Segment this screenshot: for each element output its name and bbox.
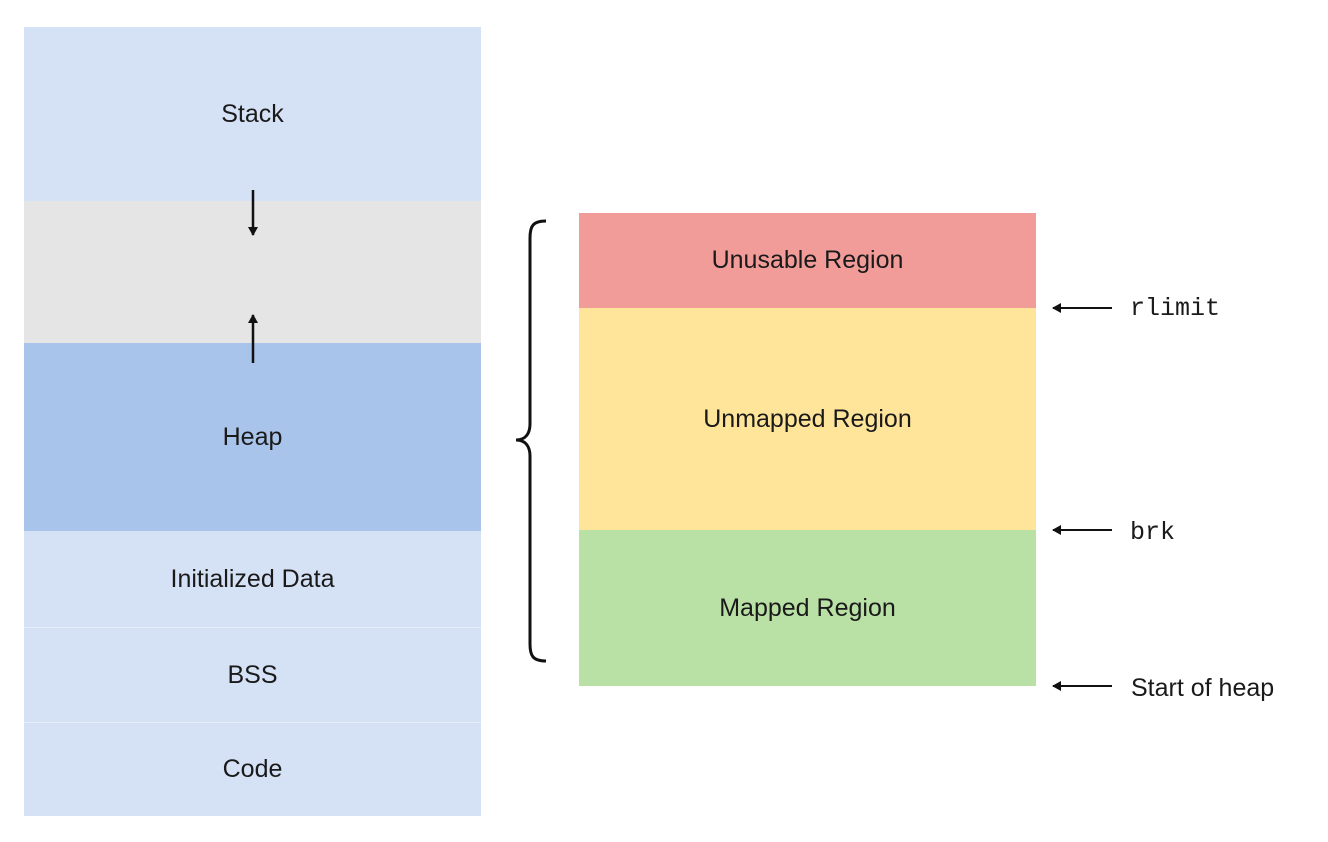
start-of-heap-label: Start of heap (1131, 674, 1275, 702)
heap-segment: Heap (24, 343, 481, 531)
mapped-region-label: Mapped Region (719, 593, 896, 622)
heap-expansion-brace (515, 219, 547, 663)
unusable-region: Unusable Region (579, 213, 1036, 308)
code-segment: Code (24, 722, 481, 816)
initialized-data-segment: Initialized Data (24, 531, 481, 627)
stack-segment: Stack (24, 27, 481, 201)
unmapped-region-label: Unmapped Region (703, 404, 912, 433)
initialized-data-label: Initialized Data (170, 564, 335, 593)
unmapped-region: Unmapped Region (579, 308, 1036, 530)
bss-segment: BSS (24, 627, 481, 722)
code-label: Code (222, 755, 283, 783)
rlimit-label: rlimit (1130, 294, 1221, 323)
heap-label: Heap (222, 422, 283, 451)
stack-label: Stack (221, 99, 284, 128)
brk-label: brk (1130, 518, 1176, 547)
bss-label: BSS (227, 660, 278, 689)
mapped-region: Mapped Region (579, 530, 1036, 686)
unusable-region-label: Unusable Region (711, 246, 904, 274)
